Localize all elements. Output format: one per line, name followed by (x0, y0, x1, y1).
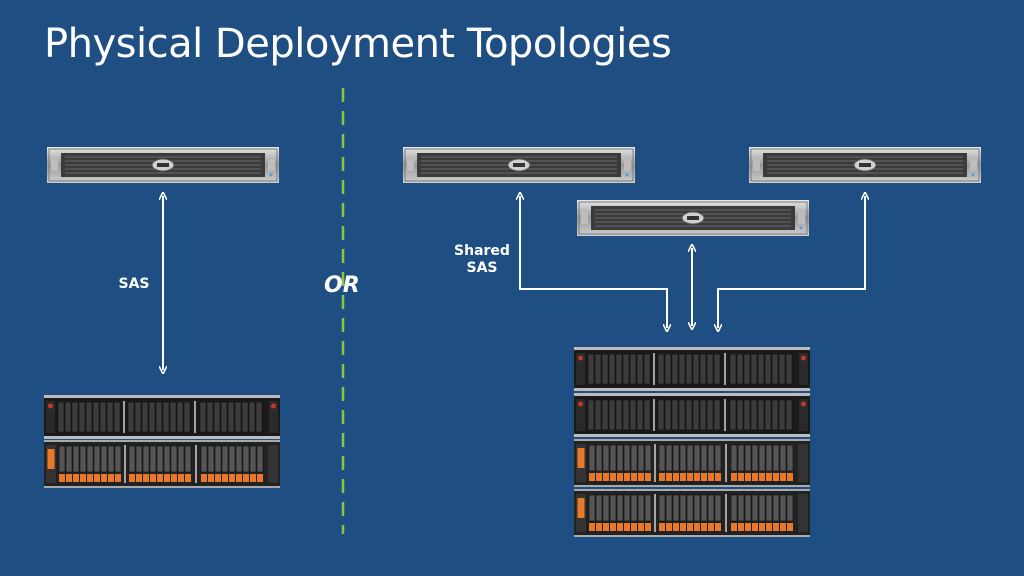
shared-sas-label-line1: Shared (454, 243, 510, 259)
left-orange-enclosure-icon (44, 440, 280, 488)
left-server-icon (47, 147, 279, 183)
right-server-2-icon (577, 200, 809, 236)
slide-title: Physical Deployment Topologies (44, 21, 672, 67)
right-raid-enclosure-2-icon (574, 393, 810, 437)
right-raid-enclosure-1-icon (574, 347, 810, 391)
shared-sas-arrow-right (718, 196, 865, 328)
right-orange-enclosure-1-icon (574, 439, 810, 487)
right-server-3-icon (749, 147, 981, 183)
shared-sas-label: Shared SAS (446, 243, 518, 277)
left-raid-enclosure-icon (44, 395, 280, 439)
shared-sas-arrow-left (520, 196, 667, 328)
shared-sas-label-line2: SAS (466, 260, 498, 276)
right-server-1-icon (403, 147, 635, 183)
or-label: OR (324, 273, 360, 298)
right-orange-enclosure-2-icon (574, 489, 810, 537)
sas-label: SAS (118, 276, 150, 292)
